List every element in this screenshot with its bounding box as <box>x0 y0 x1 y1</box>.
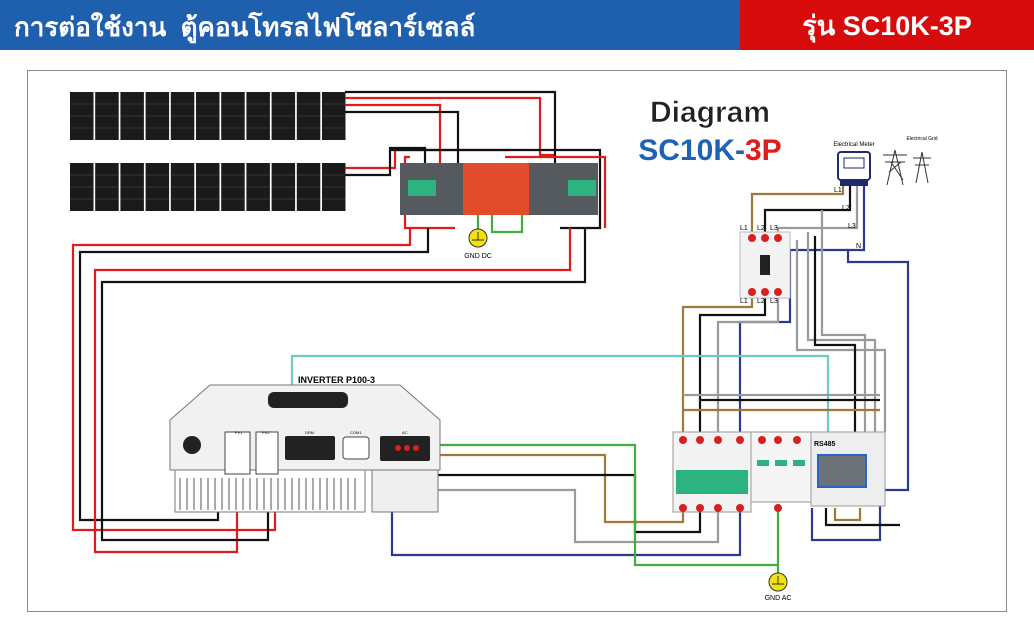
ac-breaker-panel <box>672 431 886 513</box>
l3-bottom-label: L3 <box>770 298 778 305</box>
l1-label: L1 <box>740 225 748 232</box>
header-bar: การต่อใช้งาน ตู้คอนโทรลไฟโซลาร์เซลล์ รุ่… <box>0 0 1034 50</box>
diagram-frame <box>27 70 1007 612</box>
dc-combiner-box <box>400 163 598 215</box>
terminal-dot <box>696 504 704 512</box>
meter-l1-label: L1 <box>834 187 842 194</box>
inverter-port-labels: PV1 PV2 DRM COM1 AC <box>235 430 408 435</box>
com-port-label: COM1 <box>350 430 362 435</box>
electrical-meter-label: Electrical Meter <box>833 142 874 148</box>
terminal-dot <box>736 436 744 444</box>
dc-wiring <box>71 90 607 554</box>
solar-panel <box>120 163 144 211</box>
diagram-model: SC10K-3P <box>638 134 781 167</box>
solar-panel <box>70 163 94 211</box>
model-badge: รุ่น SC10K-3P <box>740 0 1034 50</box>
drm-port-label: DRM <box>305 430 314 435</box>
solar-panel <box>95 92 119 140</box>
solar-panel <box>145 92 170 140</box>
solar-panel <box>271 163 296 211</box>
terminal-dot <box>696 436 704 444</box>
gnd-dc-label: GND DC <box>464 253 492 260</box>
solar-panel <box>70 92 94 140</box>
neutral-label: N <box>856 243 861 250</box>
solar-panel <box>322 163 346 211</box>
solar-panel <box>120 92 144 140</box>
meter-l3-label: L3 <box>848 223 856 230</box>
l2-bottom-label: L2 <box>757 298 765 305</box>
gnd-ac-label: GND AC <box>765 595 792 602</box>
solar-panel <box>145 163 170 211</box>
solar-panel <box>221 92 245 140</box>
l3-label: L3 <box>770 225 778 232</box>
meter-l2-label: L2 <box>842 205 850 212</box>
solar-panel <box>221 163 245 211</box>
diagram-heading: Diagram <box>650 96 770 129</box>
pv1-port-label: PV1 <box>235 430 243 435</box>
inverter-label: INVERTER P100-3 <box>298 375 375 385</box>
terminal-dot <box>679 436 687 444</box>
inverter-heatsink <box>179 478 356 510</box>
solar-panel <box>196 163 220 211</box>
solar-panel <box>95 163 119 211</box>
inverter <box>169 384 441 513</box>
electrical-grid-label: Electrical Grid <box>906 136 937 142</box>
solar-panel-array <box>70 92 346 211</box>
gnd-ac-symbol <box>768 572 788 592</box>
terminal-dot <box>758 436 766 444</box>
solar-panel <box>170 163 195 211</box>
transmission-tower-icon <box>883 149 931 186</box>
page-title: การต่อใช้งาน ตู้คอนโทรลไฟโซลาร์เซลล์ <box>14 12 476 42</box>
terminal-dot <box>774 504 782 512</box>
solar-panel <box>170 92 195 140</box>
solar-panel <box>246 92 270 140</box>
solar-panel <box>322 92 346 140</box>
l2-label: L2 <box>757 225 765 232</box>
solar-panel <box>296 163 321 211</box>
ac-port-label: AC <box>402 430 408 435</box>
terminal-dot <box>736 504 744 512</box>
terminal-dot <box>714 504 722 512</box>
solar-panel <box>196 92 220 140</box>
terminal-dot <box>679 504 687 512</box>
electrical-meter-icon <box>837 151 871 186</box>
main-breaker-mccb <box>739 231 791 299</box>
l1-bottom-label: L1 <box>740 298 748 305</box>
solar-panel <box>246 163 270 211</box>
pv2-port-label: PV2 <box>262 430 270 435</box>
model-prefix: SC10K- <box>638 134 745 167</box>
terminal-dot <box>793 436 801 444</box>
terminal-dot <box>714 436 722 444</box>
solar-panel <box>296 92 321 140</box>
terminal-dot <box>774 436 782 444</box>
terminal-dots <box>679 436 801 512</box>
rs485-label: RS485 <box>814 441 836 448</box>
phase-labels: L1 L2 L3 L1 L2 L3 L1 L2 L3 N <box>740 187 861 305</box>
gnd-dc-symbol <box>468 228 488 248</box>
model-suffix: 3P <box>745 134 782 167</box>
solar-panel <box>271 92 296 140</box>
